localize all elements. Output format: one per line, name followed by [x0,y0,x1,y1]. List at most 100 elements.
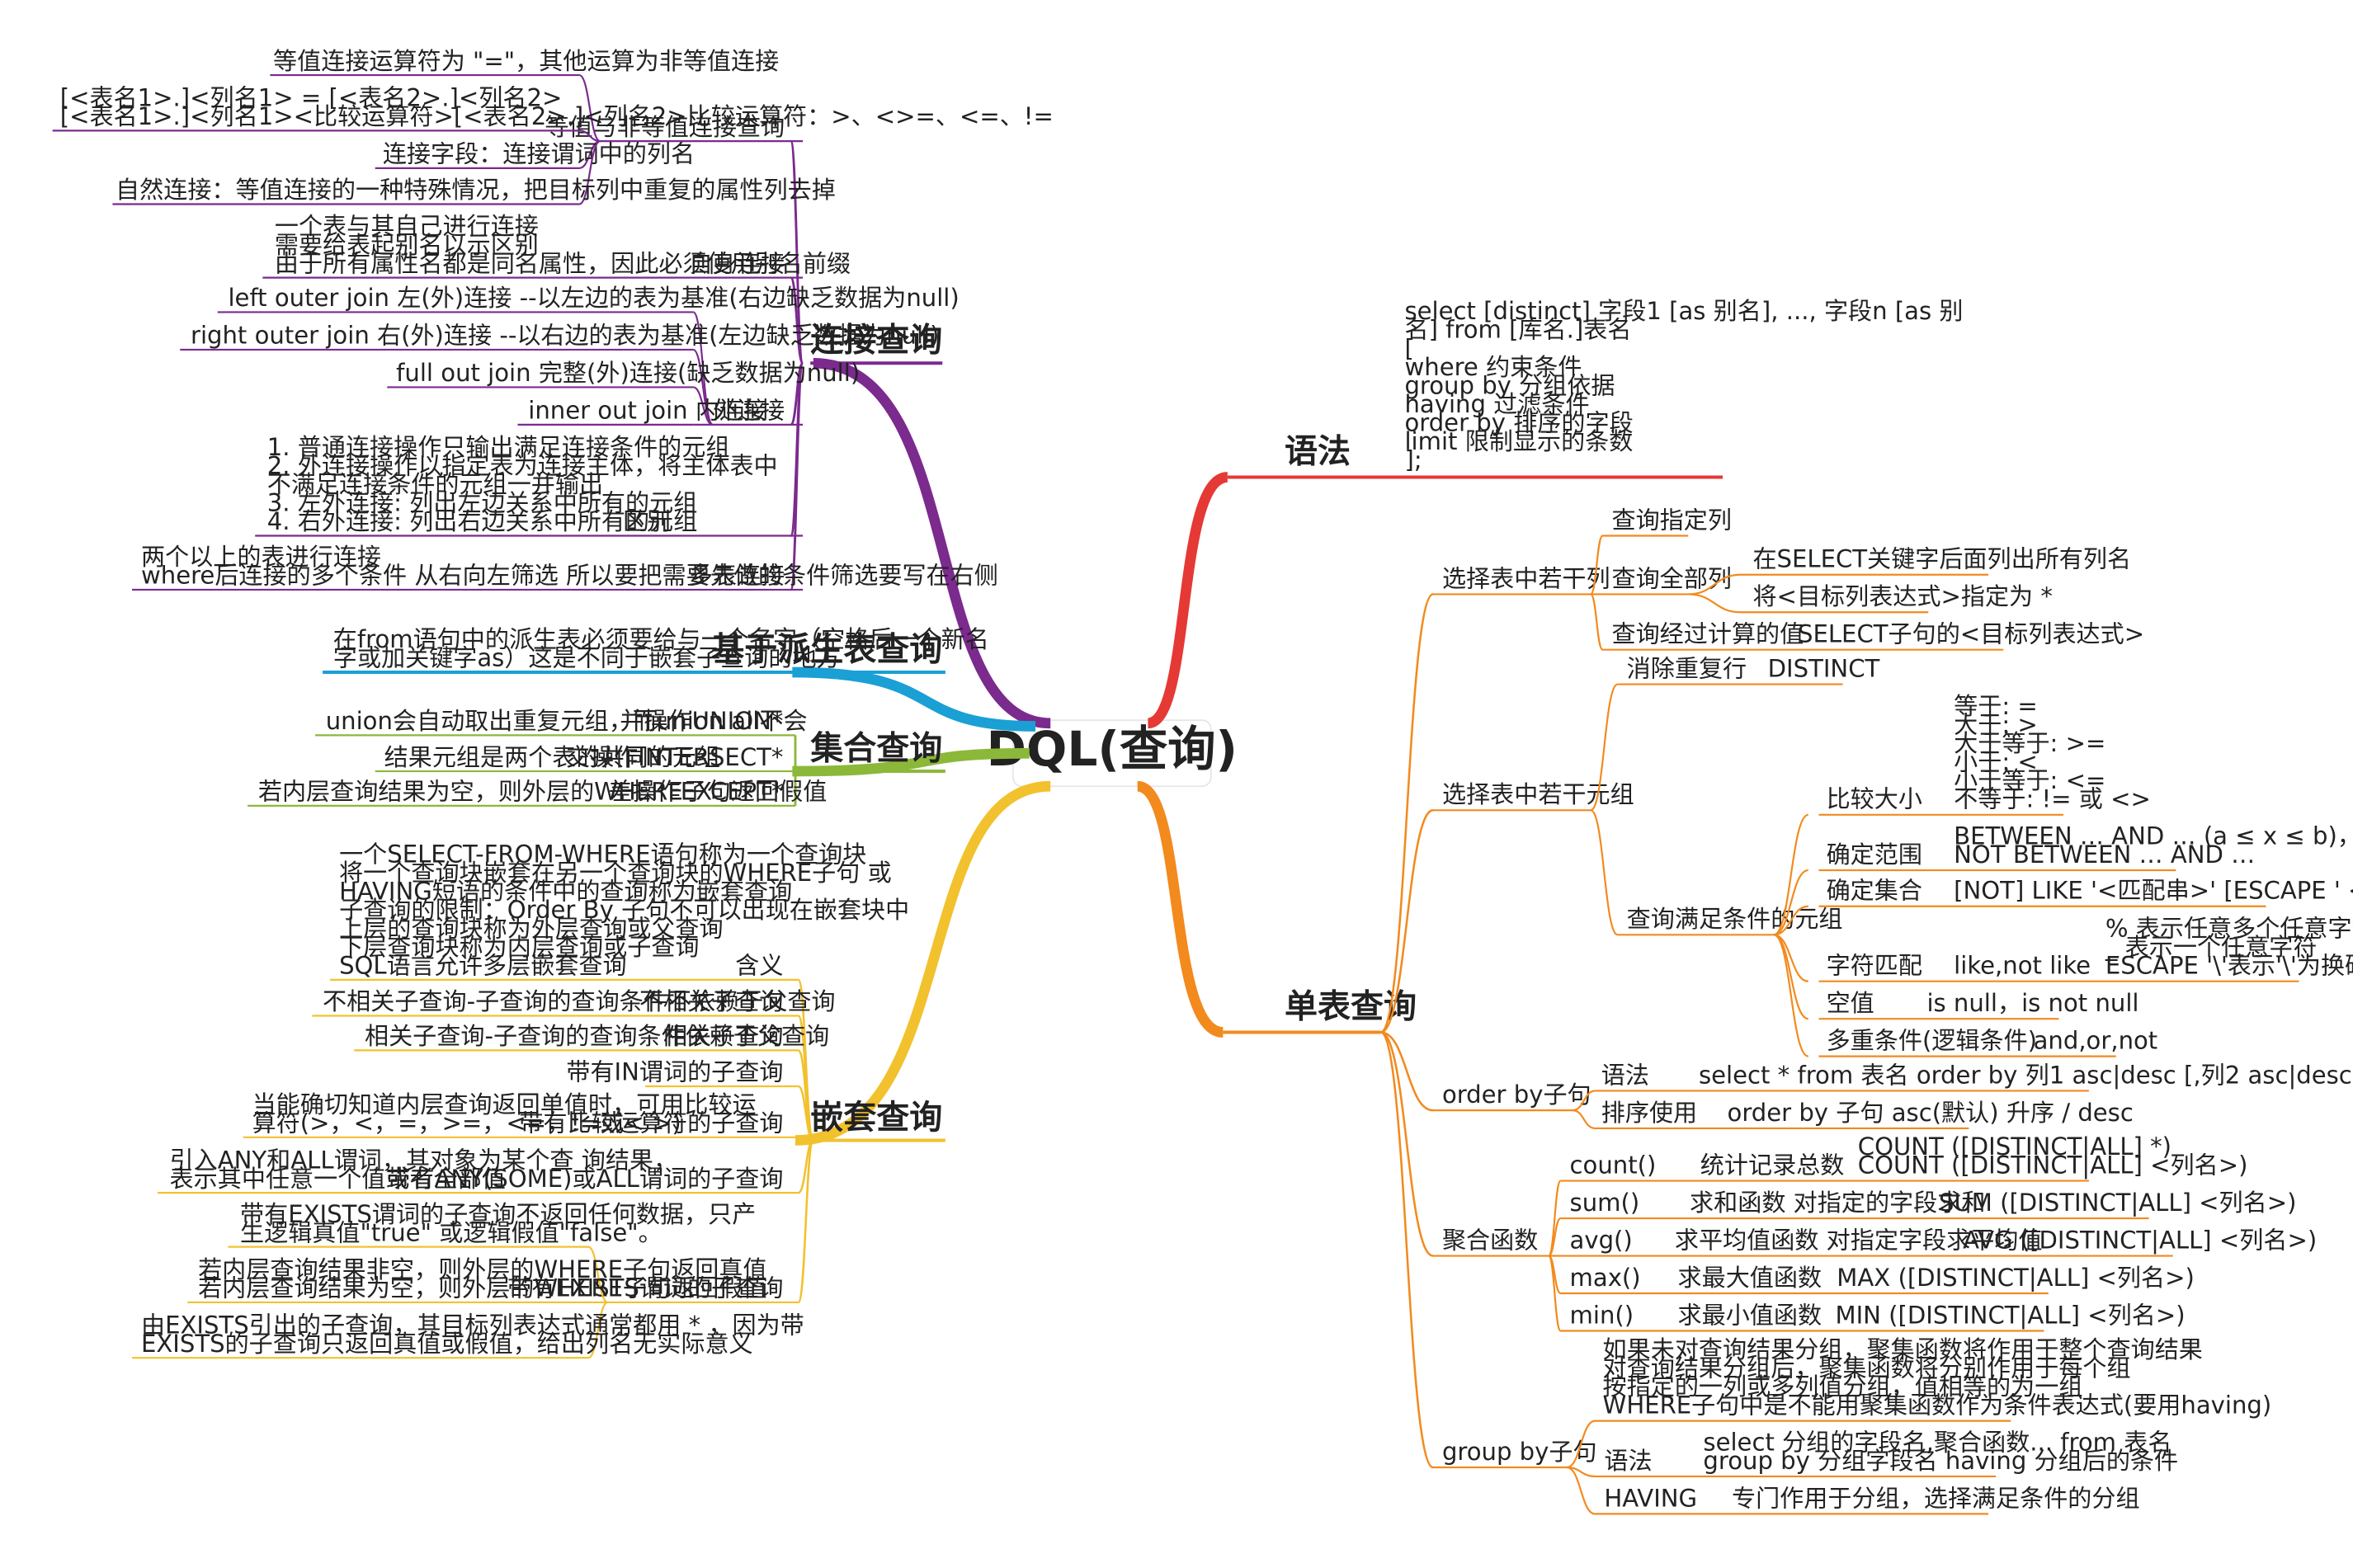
sub-label: 聚合函数 [1442,1226,1538,1254]
leaf-line: where 约束条件 [1404,353,1582,381]
leaf-line: EXISTS的子查询只返回真值或假值，给出列名无实际意义 [141,1330,753,1358]
connector [1589,534,1604,596]
leaf-line: 相关子查询-子查询的查询条件依赖于父查询 [365,1022,829,1050]
leaf-line: 不满足连接条件的元组一并输出 [267,470,603,498]
leaf-extra: MIN ([DISTINCT|ALL] <列名>) [1835,1301,2185,1329]
sub-label: 多表连接 [689,562,785,590]
leaf-line: 不等于: != 或 <> [1954,785,2151,813]
connector [1773,813,1809,936]
leaf-line: ]; [1404,446,1422,474]
branch-title: 基于派生表查询 [711,630,942,668]
connector [1566,1466,1596,1515]
sub-label: 等值与非等值连接查询 [545,113,785,141]
leaf-value: is null，is not null [1926,989,2138,1017]
leaf-value: 统计记录总数 [1700,1151,1845,1179]
connector [1548,1217,1562,1257]
leaf-extra: MAX ([DISTINCT|ALL] <列名>) [1837,1264,2195,1292]
leaf-line: group by 分组依据 [1404,371,1615,399]
leaf-line: COUNT ([DISTINCT|ALL] <列名>) [1858,1151,2248,1179]
leaf-line: select 分组的字段名,聚合函数... from 表名 [1703,1428,2171,1456]
leaf-line: COUNT ([DISTINCT|ALL] *) [1858,1132,2171,1161]
leaf-line: group by 分组字段名 having 分组后的条件 [1703,1447,2178,1475]
leaf-line: 生逻辑真值"true" 或逻辑假值"false"。 [240,1218,663,1246]
connector [1380,1031,1434,1112]
branch-connector [1146,472,1229,729]
connector [1773,869,1809,936]
sub-label: 交操作INTERSECT* [566,743,783,771]
connector [1379,593,1434,1034]
sub-label: HAVING [1604,1484,1697,1512]
connector [1548,1255,1562,1332]
sub-label: 带有EXISTS谓词的子查询 [507,1274,783,1302]
connector [578,140,601,205]
leaf-value: 求最小值函数 [1678,1301,1823,1329]
branch-derived: 基于派生表查询在from语句中的派生表必须要给与一个名字（空格后一个新名字或加关… [323,625,989,674]
leaf-line: right outer join 右(外)连接 --以右边的表为基准(左边缺乏数… [191,322,940,350]
connector [1379,1031,1434,1469]
leaf-line: SQL语言允许多层嵌套查询 [339,952,627,980]
leaf-label: 确定集合 [1827,877,1922,905]
sub-label: 消除重复行 [1627,654,1747,682]
leaf-value: SELECT子句的<目标列表达式> [1798,620,2144,648]
sub-label: avg() [1570,1226,1633,1254]
leaf-line: 等于: = [1954,692,2038,720]
leaf-line: 带有EXISTS谓词的子查询不返回任何数据，只产 [240,1200,756,1228]
leaf-label: 空值 [1827,989,1874,1017]
sub-label: 外连接 [713,397,785,425]
leaf-line: select [distinct] 字段1 [as 别名], ..., 字段n … [1404,297,1963,325]
sub-label: 带有IN谓词的子查询 [566,1058,783,1086]
leaf-value: select * from 表名 order by 列1 asc|desc [,… [1699,1061,2353,1089]
sub-label: 查询满足条件的元组 [1627,905,1843,933]
connector [797,1085,814,1142]
leaf-line: order by 排序的字段 [1404,409,1633,437]
connector [797,1139,814,1194]
leaf-line: % 表示任意多个任意字符 [2105,914,2353,942]
leaf-line: 对查询结果分组后，聚集函数将分别作用于每个组 [1603,1354,2131,1382]
leaf-value: [NOT] LIKE '<匹配串>' [ESCAPE ' <换 码字符>'] [1954,877,2353,905]
branch-syntax: 语法 select [distinct] 字段1 [as 别名], ..., 字段… [1227,297,1964,479]
branch-title: 语法 [1285,432,1351,470]
connector [1589,593,1604,651]
sub-label: order by子句 [1442,1081,1591,1109]
leaf-line: 自然连接：等值连接的一种特殊情况，把目标列中重复的属性列去掉 [116,176,836,204]
sub-label: 查询指定列 [1611,506,1731,534]
leaf-line: 连接字段：连接谓词中的列名 [383,140,695,168]
leaf-label: 在SELECT关键字后面列出所有列名 [1752,545,2131,573]
connector [790,276,804,365]
branch-title: 连接查询 [810,322,942,360]
leaf-value: 求最大值函数 [1678,1264,1823,1292]
leaf-value: 求平均值函数 对指定字段求平均值 [1675,1226,2043,1254]
leaf-line: [ [1404,334,1413,362]
leaf-line: 1. 普通连接操作只输出满足连接条件的元组 [267,433,730,461]
connector [587,1301,609,1359]
leaf-line: 大于等于: >= [1954,729,2105,757]
sub-label: min() [1570,1301,1634,1329]
leaf-label: 多重条件(逻辑条件) [1827,1027,2037,1055]
connector [797,1139,815,1304]
leaf-label: 比较大小 [1827,785,1922,813]
leaf-label: 确定范围 [1827,841,1922,869]
leaf-line: 一个表与其自己进行连接 [275,212,539,240]
sub-label: 语法 [1604,1447,1652,1475]
leaf-line: [<表名1>.]<列名1><比较运算符>[<表名2>.]<列名2>比较运算符：>… [60,102,1054,130]
leaf-line: 3. 左外连接: 列出左边关系中所有的元组 [267,489,698,517]
leaf-line: union会自动取出重复元组，而union all不会 [326,707,808,735]
sub-label: max() [1570,1264,1641,1292]
leaf-line: 由于所有属性名都是同名属性，因此必须使用别名前缀 [275,249,851,277]
leaf-line: 若内层查询结果非空，则外层的WHERE子句返回真值 [198,1255,766,1283]
branch-title: 嵌套查询 [810,1099,942,1137]
leaf-value: DISTINCT [1768,654,1880,682]
leaf-value: 专门作用于分组，选择满足条件的分组 [1732,1484,2140,1512]
sub-label: 并操作UNION* [620,707,783,735]
sub-label: 带有ANY(SOME)或ALL谓词的子查询 [386,1165,783,1193]
leaf-line: 当能确切知道内层查询返回单值时，可用比较运 [252,1090,757,1118]
leaf-line: 表示其中任意一个值或者全部值 [170,1165,506,1193]
connector [1590,683,1619,812]
connector [1773,934,1809,1020]
branch-title: 集合查询 [809,729,942,767]
leaf-line: [<表名1>.]<列名1> = [<表名2>.]<列名2> [60,84,563,112]
leaf-line: HAVING短语的条件中的查询称为嵌套查询 [339,877,792,905]
leaf-line: 算符(>，<，=，>=，<=，!=或< >) [252,1109,681,1137]
